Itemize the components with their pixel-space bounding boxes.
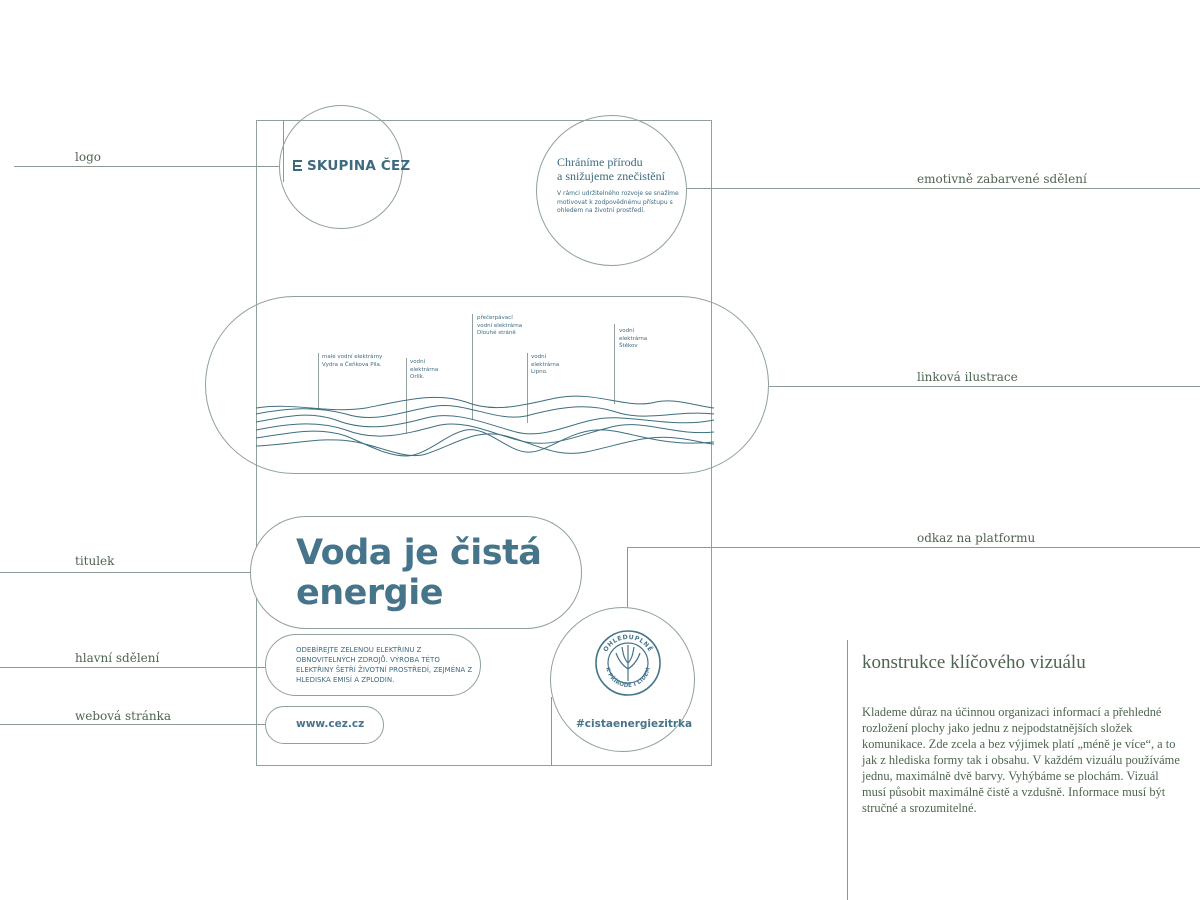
poster-title-line-2: energie [296, 573, 443, 613]
logo-callout-line [14, 166, 280, 167]
illustration-label-vydra: malé vodní elektrárny Vydra a Čeňkova Pi… [322, 354, 383, 368]
label-emotive: emotivně zabarvené sdělení [917, 172, 1087, 186]
illustration-label-orlik: vodní elektrárna Orlík. [410, 359, 439, 380]
website-link[interactable]: www.cez.cz [296, 718, 365, 730]
cez-logo-icon [293, 160, 302, 171]
website-pill [265, 706, 384, 744]
label-title: titulek [75, 554, 115, 568]
label-main-message: hlavní sdělení [75, 651, 160, 665]
illustration-stem [527, 353, 528, 423]
emotive-text: V rámci udržitelného rozvoje se snažíme … [557, 190, 679, 214]
illustration-pill [205, 296, 769, 474]
illustration-label-stekov: vodní elektrárna Štěkov [619, 328, 648, 349]
emotive-title: Chráníme přírodu a snižujeme znečistění [557, 155, 697, 183]
hashtag-text[interactable]: #cistaenergiezitrka [576, 718, 693, 730]
label-illustration: linková ilustrace [917, 370, 1018, 384]
platform-callout-vertical [627, 547, 628, 609]
main-message-text: Odebírejte zelenou elektřinu z obnovitel… [296, 646, 473, 684]
illustration-waves [256, 395, 714, 457]
poster-title-line-1: Voda je čistá [296, 533, 542, 573]
description-text: Klademe důraz na účinnou organizaci info… [862, 705, 1180, 815]
emotive-title-line-1: Chráníme přírodu [557, 155, 643, 169]
emotive-circle [536, 115, 687, 266]
illustration-stem [614, 324, 615, 404]
description-heading: konstrukce klíčového vizuálu [862, 652, 1086, 673]
logo-text: SKUPINA ČEZ [307, 158, 411, 174]
brand-logo: SKUPINA ČEZ [293, 158, 410, 174]
tree-badge-icon: OHLEDUPLNĚ K PŘÍRODĚ I LIDEM [595, 630, 661, 696]
emotive-title-line-2: a snižujeme znečistění [557, 169, 665, 183]
description-vertical-line [847, 640, 848, 900]
illustration-stem [318, 353, 319, 408]
illustration-label-lipno: vodní elektrárna Lipno. [531, 354, 560, 375]
label-platform: odkaz na platformu [917, 531, 1036, 545]
label-logo: logo [75, 150, 101, 164]
poster-bottom-divider [551, 697, 552, 766]
platform-callout-line [627, 547, 1200, 548]
message-callout-line [0, 667, 265, 668]
illustration-label-dlouhe-strane: přečerpávací vodní elektrárna Dlouhé str… [477, 315, 523, 336]
emotive-callout-line [687, 188, 1200, 189]
main-message-pill [265, 634, 481, 696]
illustration-callout-line [769, 386, 1200, 387]
illustration-stem [472, 314, 473, 420]
title-pill [250, 516, 582, 629]
logo-circle [279, 105, 403, 229]
poster-title: Voda je čistá energie [296, 533, 542, 613]
title-callout-line [0, 572, 250, 573]
label-website: webová stránka [75, 709, 172, 723]
illustration-stem [406, 358, 407, 433]
website-callout-line [0, 724, 265, 725]
